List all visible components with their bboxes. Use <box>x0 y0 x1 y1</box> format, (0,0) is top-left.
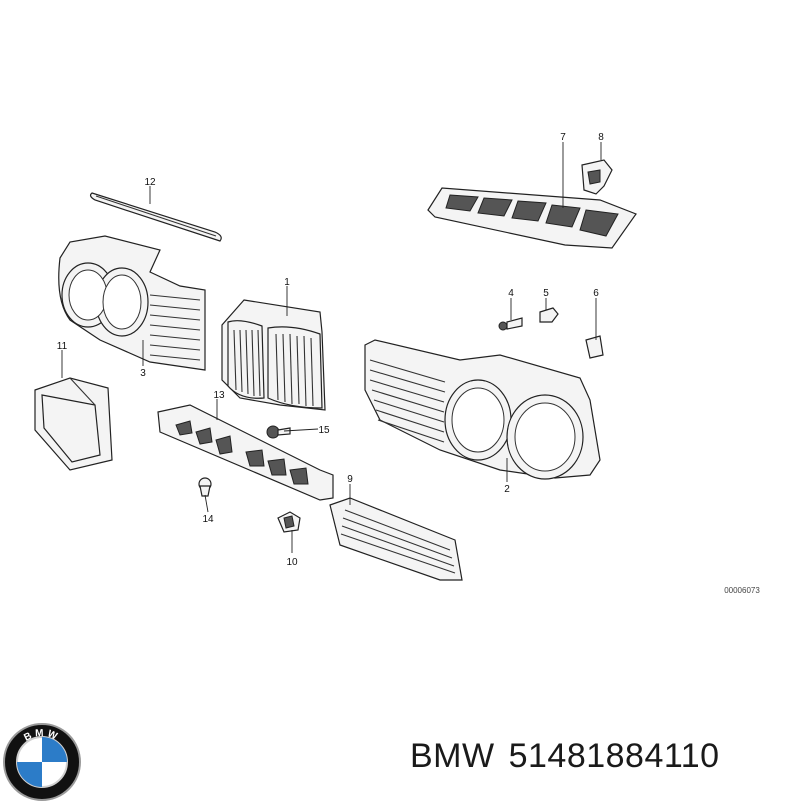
svg-text:BMW: BMW <box>22 728 61 744</box>
callout-12: 12 <box>144 177 156 188</box>
part-12-seal-strip <box>89 192 222 242</box>
part-14-clip <box>198 477 212 497</box>
reference-code: 00006073 <box>724 586 760 595</box>
part-13-lower-vent-panel <box>157 404 334 501</box>
callout-2: 2 <box>504 484 510 495</box>
callout-13: 13 <box>213 390 225 401</box>
callout-9: 9 <box>347 474 353 485</box>
part-number-caption: BMW 51481884110 <box>410 737 720 776</box>
callout-15: 15 <box>318 425 330 436</box>
callout-labels: 1 2 3 4 5 6 7 8 9 10 11 12 13 14 15 0000… <box>57 132 761 595</box>
callout-11: 11 <box>57 341 68 352</box>
part-3-left-grille <box>58 235 206 371</box>
callout-10: 10 <box>286 557 298 568</box>
callout-4: 4 <box>508 288 514 299</box>
part-6-clip <box>585 335 604 359</box>
bmw-logo: BMW <box>3 723 81 801</box>
brand-name: BMW <box>410 737 495 775</box>
part-8-mounting-clip <box>581 159 613 195</box>
part-7-upper-grille <box>427 187 637 249</box>
callout-1: 1 <box>284 277 290 288</box>
callout-8: 8 <box>598 132 604 143</box>
part-number: 51481884110 <box>508 737 720 775</box>
part-5-nut <box>539 307 559 323</box>
part-10-bracket-clip <box>277 511 301 533</box>
callout-3: 3 <box>140 368 146 379</box>
callout-6: 6 <box>593 288 599 299</box>
callout-14: 14 <box>202 514 214 525</box>
callout-5: 5 <box>543 288 549 299</box>
part-15-screw <box>266 425 291 439</box>
part-9-lower-side-grille <box>329 497 463 581</box>
part-1-kidney-grille <box>221 299 326 411</box>
part-4-screw <box>498 317 523 331</box>
part-11-air-duct <box>34 377 113 471</box>
leader-lines <box>61 142 602 553</box>
callout-7: 7 <box>560 132 566 143</box>
part-2-right-grille <box>364 339 601 480</box>
